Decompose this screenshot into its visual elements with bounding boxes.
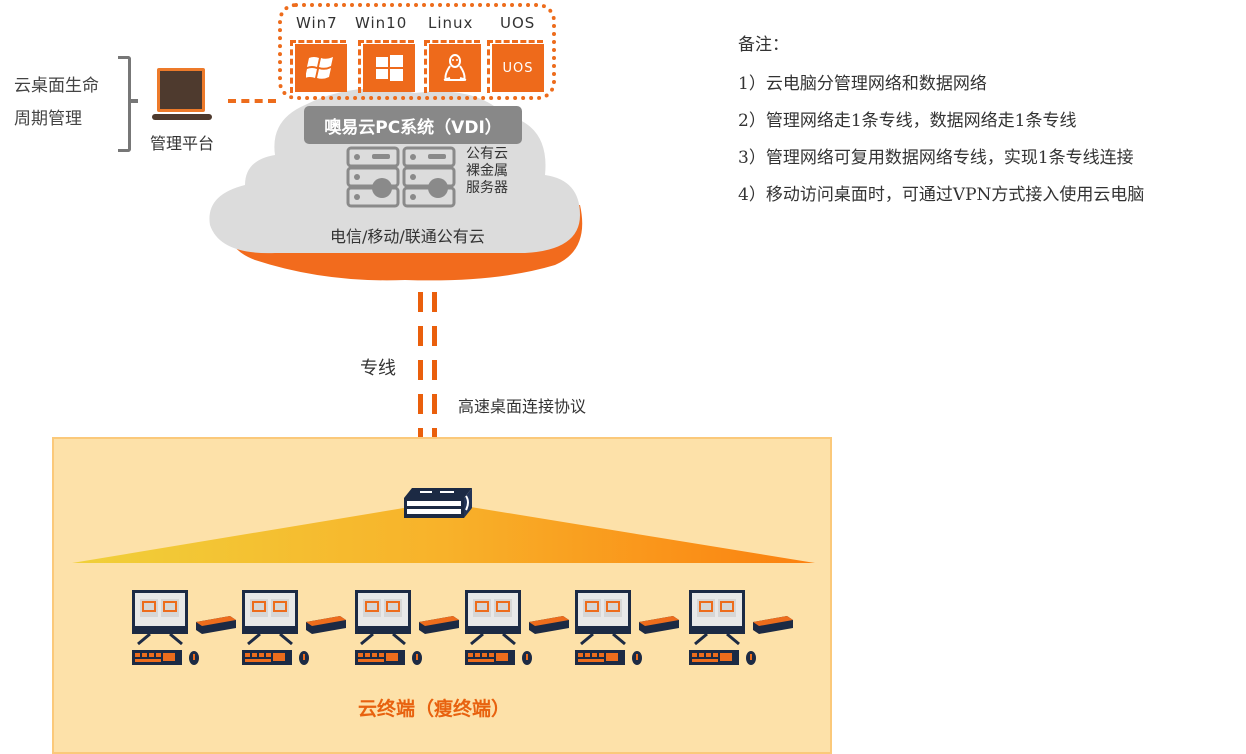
- server-label: 公有云 裸金属 服务器: [466, 146, 508, 197]
- note-item: 1）云电脑分管理网络和数据网络: [738, 74, 987, 94]
- bracket-tick: [130, 99, 138, 103]
- thin-client-station: [573, 588, 683, 668]
- lifecycle-line-1: 云桌面生命: [14, 76, 99, 96]
- cloud-caption: 电信/移动/联通公有云: [330, 227, 485, 246]
- network-switch-icon: [404, 488, 472, 518]
- dedicated-line-label: 专线: [360, 358, 396, 379]
- os-label-win7: Win7: [296, 14, 338, 32]
- linux-penguin-icon: [443, 54, 467, 81]
- management-platform-label: 管理平台: [150, 134, 215, 153]
- notes-title: 备注：: [738, 35, 789, 55]
- os-label-linux: Linux: [428, 14, 474, 32]
- laptop-icon: [152, 68, 212, 120]
- thin-client-station: [463, 588, 573, 668]
- bare-metal-server-icon: [346, 146, 456, 208]
- os-tile-frame: [424, 40, 480, 93]
- os-tile-frame: [358, 40, 414, 93]
- protocol-label: 高速桌面连接协议: [458, 397, 587, 416]
- os-tile-win7[interactable]: [295, 44, 347, 92]
- note-item: 2）管理网络走1条专线，数据网络走1条专线: [738, 111, 1077, 131]
- management-connection-line: [228, 99, 276, 103]
- thin-client-station: [240, 588, 350, 668]
- os-tile-win10[interactable]: [363, 44, 415, 92]
- os-tile-linux[interactable]: [429, 44, 481, 92]
- os-options-group: [278, 3, 556, 100]
- server-label-line-1: 公有云: [466, 146, 508, 162]
- windows10-logo-icon: [376, 55, 403, 81]
- os-label-uos: UOS: [500, 14, 536, 32]
- vdi-system-label: 噢易云PC系统（VDI）: [304, 106, 522, 144]
- dedicated-line-data: [432, 292, 437, 438]
- terminal-caption: 云终端（瘦终端）: [358, 698, 511, 720]
- uos-logo-icon: UOS: [502, 60, 534, 76]
- os-tile-frame: [487, 40, 543, 93]
- os-tile-frame: [290, 40, 346, 93]
- server-label-line-3: 服务器: [466, 180, 508, 196]
- bracket-icon: [118, 56, 131, 152]
- dedicated-line-management: [418, 292, 423, 438]
- lifecycle-line-2: 周期管理: [14, 109, 82, 129]
- server-label-line-2: 裸金属: [466, 163, 508, 179]
- network-fan-shape: [72, 502, 815, 563]
- note-item: 4）移动访问桌面时，可通过VPN方式接入使用云电脑: [738, 185, 1145, 205]
- thin-client-station: [353, 588, 463, 668]
- thin-client-station: [130, 588, 240, 668]
- notes-panel: 备注： 1）云电脑分管理网络和数据网络 2）管理网络走1条专线，数据网络走1条专…: [738, 30, 1144, 214]
- lifecycle-label: 云桌面生命 周期管理: [14, 70, 99, 136]
- note-item: 3）管理网络可复用数据网络专线，实现1条专线连接: [738, 148, 1134, 168]
- thin-client-station: [687, 588, 797, 668]
- os-tile-uos[interactable]: UOS: [492, 44, 544, 92]
- windows7-logo-icon: [306, 57, 333, 79]
- os-label-win10: Win10: [355, 14, 408, 32]
